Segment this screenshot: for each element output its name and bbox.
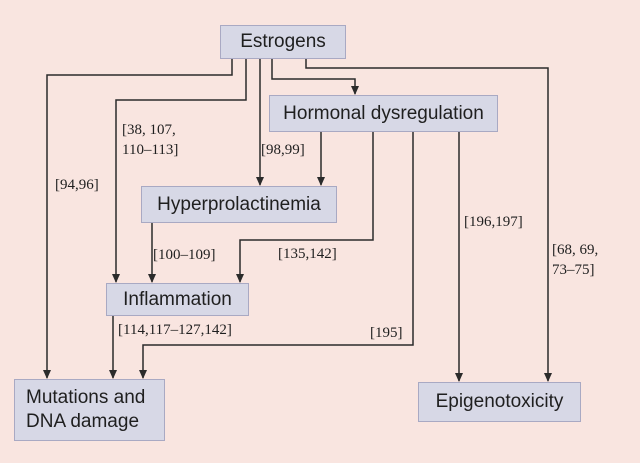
arrow-hormonal-to-inflammation [236, 131, 374, 283]
arrow-estrogens-to-epigenotoxicity [305, 58, 552, 382]
ref-estrogens-to-inflammation-line1: [38, 107, [122, 122, 176, 138]
node-estrogens-label: Estrogens [240, 31, 326, 52]
arrow-estrogens-to-hormonal [271, 58, 359, 95]
ref-estrogens-to-hyperprolactinemia: [98,99] [261, 140, 305, 160]
node-hormonal-dysregulation-label: Hormonal dysregulation [283, 102, 484, 124]
node-hyperprolactinemia: Hyperprolactinemia [141, 186, 337, 223]
ref-estrogens-to-inflammation-line2: 110–113] [122, 142, 179, 158]
node-hyperprolactinemia-label: Hyperprolactinemia [157, 193, 321, 215]
ref-inflammation-to-mutations: [114,117–127,142] [118, 320, 232, 340]
node-mutations-label-line2: DNA damage [26, 411, 140, 432]
arrow-estrogens-to-inflammation [112, 58, 247, 283]
ref-hormonal-to-mutations-text: [195] [370, 325, 403, 341]
arrow-estrogens-to-mutations [43, 58, 233, 379]
node-inflammation-label: Inflammation [123, 288, 232, 310]
node-epigenotoxicity-label: Epigenotoxicity [435, 391, 564, 412]
ref-estrogens-to-hyperprolactinemia-text: [98,99] [261, 142, 305, 158]
ref-inflammation-to-mutations-text: [114,117–127,142] [118, 322, 232, 338]
arrow-hormonal-to-mutations [139, 131, 414, 379]
ref-hormonal-to-epigenotoxicity: [196,197] [464, 212, 523, 232]
ref-estrogens-to-epigenotoxicity-line1: [68, 69, [552, 242, 599, 258]
ref-hormonal-to-epigenotoxicity-text: [196,197] [464, 214, 523, 230]
ref-estrogens-to-mutations-text: [94,96] [55, 177, 99, 193]
ref-hyperprolactinemia-to-inflammation: [100–109] [153, 245, 216, 265]
ref-estrogens-to-epigenotoxicity: [68, 69, 73–75] [552, 240, 598, 280]
ref-estrogens-to-mutations: [94,96] [55, 175, 99, 195]
node-mutations-dna-damage: Mutations and DNA damage [14, 379, 165, 441]
ref-estrogens-to-epigenotoxicity-line2: 73–75] [552, 262, 595, 278]
node-estrogens: Estrogens [220, 25, 346, 59]
node-hormonal-dysregulation: Hormonal dysregulation [269, 95, 498, 132]
node-mutations-label-line1: Mutations and [26, 387, 146, 408]
ref-hormonal-to-inflammation: [135,142] [278, 244, 337, 264]
node-epigenotoxicity: Epigenotoxicity [418, 382, 581, 422]
ref-hormonal-to-mutations: [195] [370, 323, 403, 343]
ref-hyperprolactinemia-to-inflammation-text: [100–109] [153, 247, 216, 263]
node-inflammation: Inflammation [106, 283, 249, 316]
ref-estrogens-to-inflammation: [38, 107, 110–113] [122, 120, 178, 160]
ref-hormonal-to-inflammation-text: [135,142] [278, 246, 337, 262]
